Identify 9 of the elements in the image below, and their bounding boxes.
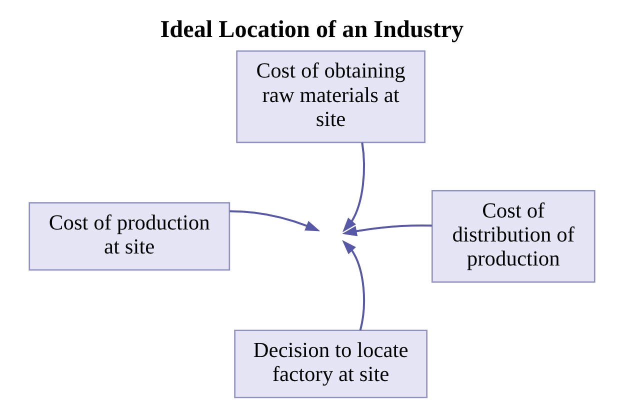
arrow bbox=[342, 142, 364, 232]
node-box: Decision to locate factory at site bbox=[234, 330, 427, 398]
node-box: Cost of production at site bbox=[28, 202, 230, 271]
diagram-title: Ideal Location of an Industry bbox=[160, 16, 464, 43]
node-box: Cost of distribution of production bbox=[431, 190, 595, 283]
arrow bbox=[342, 240, 364, 331]
node-box: Cost of obtaining raw materials at site bbox=[236, 50, 425, 144]
arrow bbox=[229, 210, 320, 232]
arrow bbox=[342, 218, 432, 236]
